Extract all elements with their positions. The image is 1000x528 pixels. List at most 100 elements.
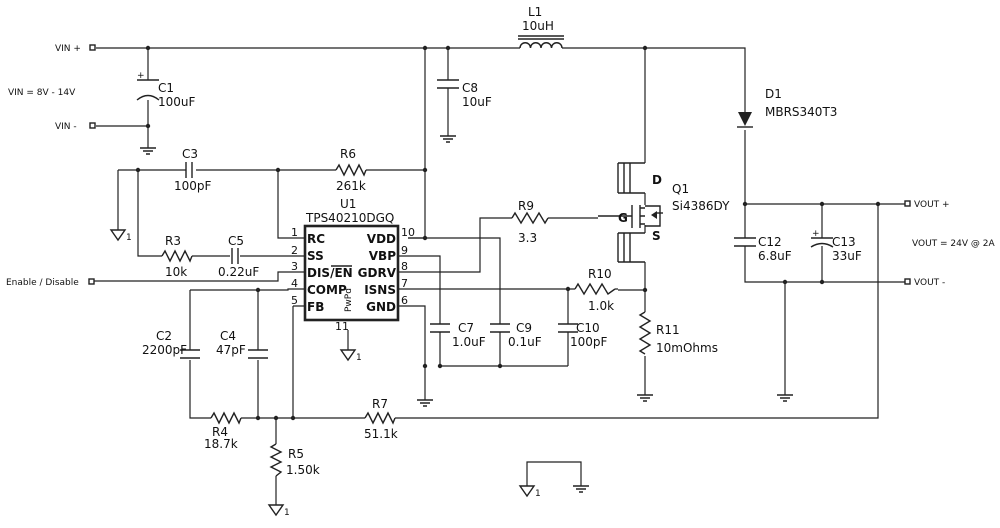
q1-gate-label: G [618, 211, 628, 225]
vout-spec-label: VOUT = 24V @ 2A [912, 239, 995, 249]
grounds: 1 1 1 1 [109, 135, 793, 518]
svg-text:+: + [812, 229, 820, 239]
c13-value: 33uF [832, 249, 862, 263]
c3-value: 100pF [174, 179, 212, 193]
c9-ref: C9 [516, 321, 532, 335]
svg-text:1: 1 [356, 353, 362, 363]
pin-4-num: 4 [291, 277, 298, 290]
capacitor-c5[interactable]: C5 0.22uF [218, 234, 259, 279]
capacitor-c3[interactable]: C3 100pF [174, 147, 212, 193]
c4-value: 47pF [216, 343, 246, 357]
c10-ref: C10 [576, 321, 600, 335]
pwpd-label: PwPd [344, 288, 354, 312]
diode-d1[interactable]: D1 MBRS340T3 [737, 87, 837, 128]
q1-value: Si4386DY [672, 199, 730, 213]
capacitor-c13[interactable]: + C13 33uF [810, 229, 862, 263]
c7-ref: C7 [458, 321, 474, 335]
c2-value: 2200pF [142, 343, 187, 357]
r10-value: 1.0k [588, 299, 614, 313]
r11-value: 10mOhms [656, 341, 718, 355]
d1-value: MBRS340T3 [765, 105, 837, 119]
ground-out [777, 394, 793, 402]
capacitor-c2[interactable]: C2 2200pF [142, 329, 200, 359]
pin-isns-name: ISNS [364, 283, 396, 297]
resistor-r7[interactable]: R7 51.1k [364, 397, 398, 441]
pin-comp-name: COMP [307, 283, 347, 297]
capacitor-c10[interactable]: C10 100pF [558, 321, 608, 349]
pin-gnd-name: GND [366, 300, 396, 314]
pin-6-num: 6 [401, 294, 408, 307]
svg-text:1: 1 [535, 489, 541, 499]
resistor-r9[interactable]: R9 3.3 [511, 199, 549, 245]
svg-text:1: 1 [284, 508, 290, 518]
d1-ref: D1 [765, 87, 782, 101]
enable-terminal[interactable]: Enable / Disable [6, 278, 95, 288]
pin-gdrv-name: GDRV [358, 266, 397, 280]
resistor-r11[interactable]: R11 10mOhms [638, 311, 718, 355]
l1-ref: L1 [528, 5, 542, 19]
pin-vbp-name: VBP [369, 249, 396, 263]
r9-ref: R9 [518, 199, 534, 213]
capacitor-c4[interactable]: C4 47pF [216, 329, 268, 359]
wires [94, 47, 905, 505]
pin-rc-name: RC [307, 232, 325, 246]
ground-signal-c3: 1 [109, 229, 132, 243]
c8-ref: C8 [462, 81, 478, 95]
pin-11-num: 11 [335, 320, 349, 333]
pin-3-num: 3 [291, 260, 298, 273]
junctions [135, 45, 881, 421]
r4-ref: R4 [212, 425, 228, 439]
capacitor-c12[interactable]: C12 6.8uF [734, 235, 792, 263]
vin-plus-terminal[interactable]: VIN + [55, 44, 96, 54]
c2-ref: C2 [156, 329, 172, 343]
c10-value: 100pF [570, 335, 608, 349]
svg-text:1: 1 [126, 233, 132, 243]
resistor-r4[interactable]: R4 18.7k [204, 411, 242, 451]
c12-value: 6.8uF [758, 249, 792, 263]
r9-value: 3.3 [518, 231, 537, 245]
vin-minus-label: VIN - [55, 122, 77, 132]
vout-plus-terminal[interactable]: VOUT + [904, 200, 950, 210]
vin-minus-terminal[interactable]: VIN - [55, 122, 96, 132]
q1-ref: Q1 [672, 182, 689, 196]
r3-value: 10k [165, 265, 187, 279]
capacitor-c8[interactable]: C8 10uF [437, 79, 492, 109]
c12-ref: C12 [758, 235, 782, 249]
r6-ref: R6 [340, 147, 356, 161]
c13-ref: C13 [832, 235, 856, 249]
capacitor-c1[interactable]: + C1 100uF [136, 71, 196, 109]
r11-ref: R11 [656, 323, 680, 337]
vin-plus-label: VIN + [55, 44, 81, 54]
c1-value: 100uF [158, 95, 196, 109]
mosfet-q1[interactable]: D G S Q1 Si4386DY [598, 162, 730, 263]
vout-minus-label: VOUT - [914, 278, 945, 288]
pin-2-num: 2 [291, 244, 298, 257]
svg-text:+: + [137, 71, 145, 81]
capacitor-c7[interactable]: C7 1.0uF [430, 321, 486, 349]
r4-value: 18.7k [204, 437, 238, 451]
enable-label: Enable / Disable [6, 278, 79, 288]
r10-ref: R10 [588, 267, 612, 281]
ground-c8 [440, 135, 456, 143]
resistor-r3[interactable]: R3 10k [161, 234, 193, 279]
pin-7-num: 7 [401, 277, 408, 290]
pin-5-num: 5 [291, 294, 298, 307]
ic-u1[interactable]: U1 TPS40210DGQ RC SS DIS/EN COMP FB VDD … [291, 197, 415, 333]
ground-signal-pad: 1 [339, 349, 362, 363]
c4-ref: C4 [220, 329, 236, 343]
ground-r11 [637, 394, 653, 402]
ground-analog [417, 399, 433, 407]
c3-ref: C3 [182, 147, 198, 161]
pin-dis-name: DIS/EN [307, 266, 353, 280]
u1-ref: U1 [340, 197, 356, 211]
resistor-r6[interactable]: R6 261k [335, 147, 367, 193]
resistor-r10[interactable]: R10 1.0k [574, 267, 616, 313]
resistor-r5[interactable]: R5 1.50k [269, 443, 320, 477]
vout-minus-terminal[interactable]: VOUT - [904, 278, 945, 288]
c5-value: 0.22uF [218, 265, 259, 279]
c9-value: 0.1uF [508, 335, 542, 349]
pin-9-num: 9 [401, 244, 408, 257]
c1-ref: C1 [158, 81, 174, 95]
inductor-l1[interactable]: L1 10uH [518, 5, 564, 49]
capacitor-c9[interactable]: C9 0.1uF [490, 321, 542, 349]
